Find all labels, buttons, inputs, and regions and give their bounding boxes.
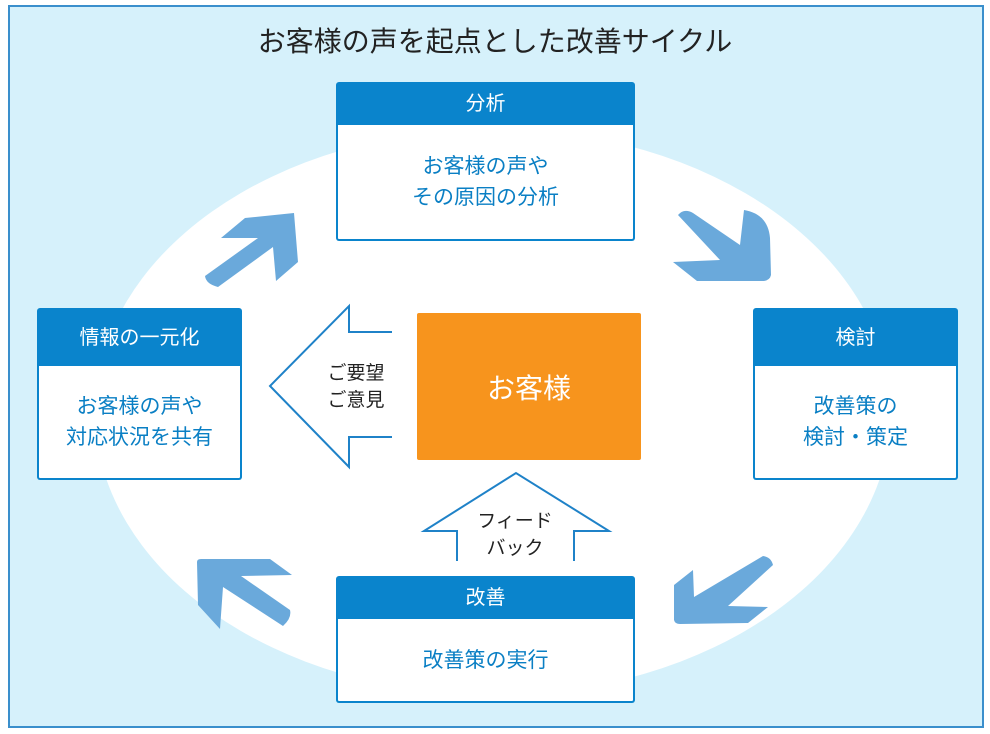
step-review: 検討 改善策の 検討・策定	[753, 308, 958, 480]
feedback-label: フィード バック	[460, 508, 570, 562]
step-review-line: 検討・策定	[803, 425, 908, 449]
step-unification-header: 情報の一元化	[37, 308, 242, 366]
step-review-header: 検討	[753, 308, 958, 366]
customer-box: お客様	[417, 313, 641, 460]
requests-label: ご要望 ご意見	[318, 360, 394, 414]
step-unification: 情報の一元化 お客様の声や 対応状況を共有	[37, 308, 242, 480]
step-unification-line: 対応状況を共有	[66, 425, 213, 449]
step-unification-line: お客様の声や	[76, 394, 203, 418]
feedback-line: バック	[486, 537, 544, 559]
step-review-body: 改善策の 検討・策定	[753, 366, 958, 480]
step-improvement-body: 改善策の実行	[336, 619, 635, 703]
arrow-review-to-improvement	[674, 556, 773, 624]
arrow-improvement-to-unification	[197, 559, 292, 629]
step-analysis-line: その原因の分析	[412, 185, 559, 209]
arrow-analysis-to-review	[673, 210, 771, 281]
step-unification-body: お客様の声や 対応状況を共有	[37, 366, 242, 480]
requests-line: ご意見	[327, 389, 385, 411]
step-analysis: 分析 お客様の声や その原因の分析	[336, 82, 635, 241]
step-review-line: 改善策の	[813, 394, 898, 418]
arrow-unification-to-analysis	[205, 213, 298, 287]
requests-arrow-outline	[268, 303, 392, 470]
step-improvement-header: 改善	[336, 576, 635, 619]
step-analysis-line: お客様の声や	[422, 154, 549, 178]
requests-line: ご要望	[327, 362, 385, 384]
diagram-title: お客様の声を起点とした改善サイクル	[257, 25, 733, 58]
step-improvement-line: 改善策の実行	[422, 647, 549, 672]
customer-label: お客様	[486, 371, 571, 405]
feedback-arrow-outline	[420, 471, 613, 561]
step-improvement: 改善 改善策の実行	[336, 576, 635, 703]
feedback-line: フィード	[477, 510, 553, 532]
step-analysis-header: 分析	[336, 82, 635, 125]
step-analysis-body: お客様の声や その原因の分析	[336, 125, 635, 241]
